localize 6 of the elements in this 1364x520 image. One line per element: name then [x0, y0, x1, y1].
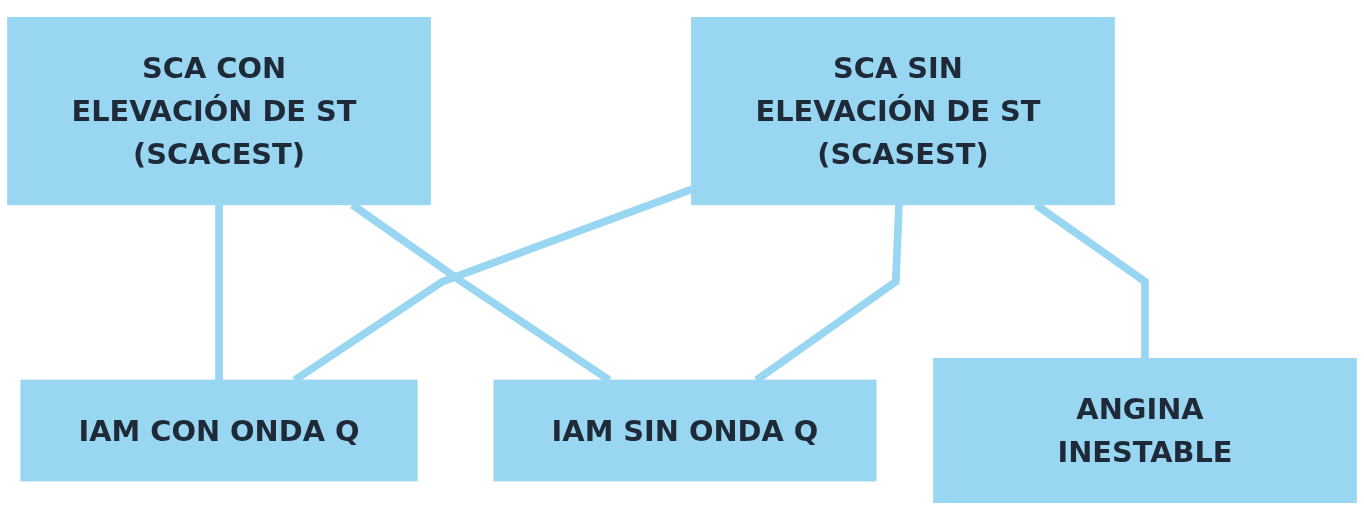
node-box: SCA SIN ELEVACIÓN DE ST (SCASEST)	[691, 16, 1115, 206]
node-box: IAM CON ONDA Q	[20, 379, 418, 482]
connector	[215, 204, 223, 381]
node-box: SCA CON ELEVACIÓN DE ST (SCACEST)	[7, 16, 431, 206]
node-box: IAM SIN ONDA Q	[493, 379, 877, 482]
node-box: ANGINA INESTABLE	[933, 357, 1357, 504]
